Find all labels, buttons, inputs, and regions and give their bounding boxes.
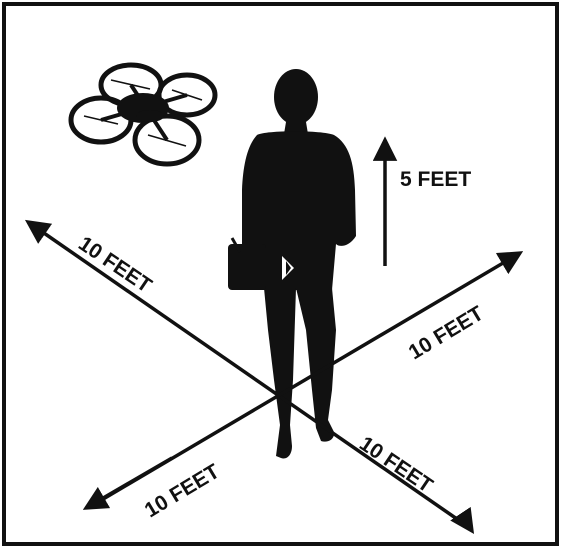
arrow-line-lower-right: [470, 528, 472, 531]
label-lower-right: 10 FEET: [355, 432, 437, 497]
quadcopter-drone-icon: [71, 65, 215, 164]
person-with-controller-icon: [228, 69, 356, 458]
label-vertical: 5 FEET: [400, 168, 471, 191]
label-upper-left: 10 FEET: [74, 232, 156, 297]
label-right: 10 FEET: [405, 302, 488, 364]
